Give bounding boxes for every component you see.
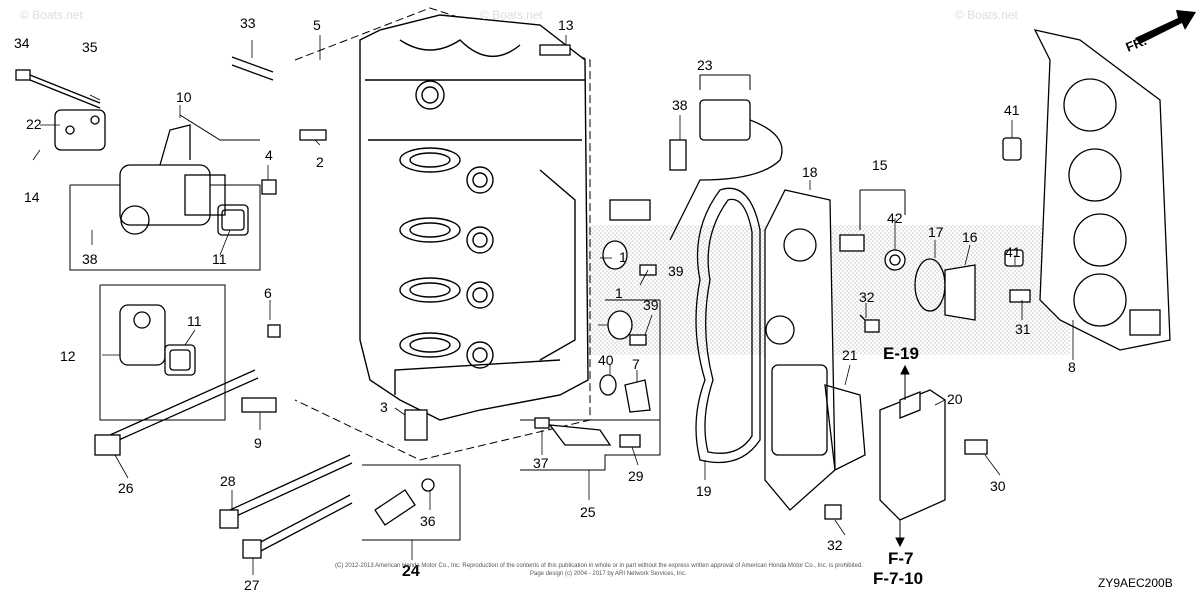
- cylinder-head: [359, 14, 589, 421]
- callout-18[interactable]: 18: [802, 164, 818, 180]
- callout-41[interactable]: 41: [1005, 244, 1021, 260]
- callout-37[interactable]: 37: [533, 455, 549, 471]
- head-gasket-8: [1033, 29, 1171, 351]
- callout-26[interactable]: 26: [118, 480, 134, 496]
- sensor-23: [609, 99, 783, 241]
- callout-11[interactable]: 11: [187, 313, 202, 329]
- callout-40[interactable]: 40: [598, 352, 614, 368]
- leader-lines: [32, 35, 1074, 575]
- callout-11[interactable]: 11: [212, 251, 227, 267]
- reference-f7[interactable]: F-7: [888, 549, 914, 568]
- callout-39[interactable]: 39: [643, 297, 659, 313]
- callout-6[interactable]: 6: [264, 285, 272, 301]
- callout-9[interactable]: 9: [254, 435, 262, 451]
- sensor-25: [534, 417, 641, 448]
- callout-19[interactable]: 19: [696, 483, 712, 499]
- copyright-line-1: (C) 2012-2013 American Honda Motor Co., …: [335, 563, 863, 569]
- callout-17[interactable]: 17: [928, 224, 944, 240]
- callout-16[interactable]: 16: [962, 229, 978, 245]
- diagram-code: ZY9AEC200B: [1098, 576, 1173, 590]
- callout-8[interactable]: 8: [1068, 359, 1076, 375]
- cover-18: [764, 189, 836, 511]
- callout-12[interactable]: 12: [60, 348, 76, 364]
- callout-7[interactable]: 7: [632, 356, 640, 372]
- gasket-19: [695, 187, 761, 464]
- reference-f7-10[interactable]: F-7-10: [873, 569, 924, 588]
- module-20: [879, 389, 946, 521]
- front-direction-arrow: FR.: [1124, 10, 1196, 55]
- callout-14[interactable]: 14: [24, 189, 40, 205]
- callout-5[interactable]: 5: [313, 17, 321, 33]
- callout-35[interactable]: 35: [82, 39, 98, 55]
- callout-4[interactable]: 4: [265, 147, 273, 163]
- callout-34[interactable]: 34: [14, 35, 30, 51]
- callout-42[interactable]: 42: [887, 210, 903, 226]
- watermark: © Boats.net: [20, 8, 83, 22]
- bolt-34: [15, 69, 101, 109]
- watermark: © Boats.net: [955, 8, 1018, 22]
- studs: [94, 44, 571, 559]
- gasket-21: [824, 384, 866, 471]
- callout-41[interactable]: 41: [1004, 102, 1020, 118]
- callout-30[interactable]: 30: [990, 478, 1006, 494]
- reference-arrows: [895, 364, 910, 548]
- callout-39[interactable]: 39: [668, 263, 684, 279]
- copyright-line-2: Page design (c) 2004 - 2017 by ARI Netwo…: [530, 571, 687, 577]
- callout-29[interactable]: 29: [628, 468, 644, 484]
- callout-31[interactable]: 31: [1015, 321, 1031, 337]
- callout-20[interactable]: 20: [947, 391, 963, 407]
- callout-1[interactable]: 1: [615, 285, 623, 301]
- callout-38[interactable]: 38: [672, 97, 688, 113]
- callout-27[interactable]: 27: [244, 577, 260, 593]
- callout-23[interactable]: 23: [697, 57, 713, 73]
- callout-38[interactable]: 38: [82, 251, 98, 267]
- callout-36[interactable]: 36: [420, 513, 436, 529]
- oil-control-valve: [54, 109, 249, 236]
- callout-32[interactable]: 32: [827, 537, 843, 553]
- reference-e19[interactable]: E-19: [883, 344, 919, 363]
- callout-2[interactable]: 2: [316, 154, 324, 170]
- callout-21[interactable]: 21: [842, 347, 858, 363]
- solenoid-12: [119, 304, 196, 376]
- callout-22[interactable]: 22: [26, 116, 42, 132]
- callout-32[interactable]: 32: [859, 289, 875, 305]
- washers: [599, 240, 651, 413]
- callout-28[interactable]: 28: [220, 473, 236, 489]
- callout-15[interactable]: 15: [872, 157, 888, 173]
- callout-1[interactable]: 1: [619, 249, 627, 265]
- direction-label: FR.: [1124, 33, 1149, 55]
- callout-33[interactable]: 33: [240, 15, 256, 31]
- callout-10[interactable]: 10: [176, 89, 192, 105]
- callout-13[interactable]: 13: [558, 17, 574, 33]
- callout-3[interactable]: 3: [380, 399, 388, 415]
- callout-24[interactable]: 24: [402, 563, 420, 580]
- callout-25[interactable]: 25: [580, 504, 596, 520]
- watermark: © Boats.net: [480, 8, 543, 22]
- sensor-24: [374, 478, 435, 526]
